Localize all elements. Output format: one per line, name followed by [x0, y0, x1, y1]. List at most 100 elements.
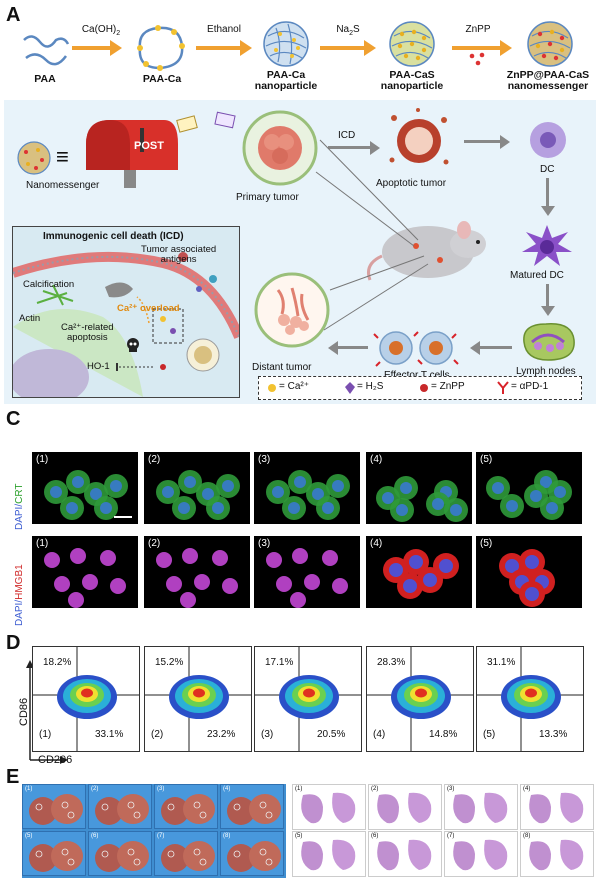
paa-cas-nanoparticle-icon — [389, 21, 435, 67]
histology-image: (4) — [520, 784, 594, 830]
mature-arrow — [546, 178, 549, 208]
crt-image: (1) — [32, 452, 138, 524]
ca-apoptosis-label: Ca²⁺-related apoptosis — [61, 322, 114, 343]
hmgb1-image: (4) — [366, 536, 472, 608]
hmgb1-image: (5) — [476, 536, 582, 608]
product-paa: PAA — [34, 73, 56, 85]
hmgb1-image-number: (2) — [148, 538, 161, 549]
mailbox-icon — [86, 120, 178, 188]
hmgb1-image: (2) — [144, 536, 250, 608]
arrow-4 — [452, 46, 504, 50]
calcification-label: Calcification — [23, 279, 75, 290]
lung-photo-number: (3) — [157, 786, 165, 792]
histology-grid: (1) (2) (3) (4) (5) (6) (7) (8) — [292, 784, 596, 878]
histology-image-number: (4) — [523, 786, 531, 792]
dc-label: DC — [540, 164, 555, 175]
distant-arrow — [336, 346, 368, 349]
arrow-3 — [320, 46, 368, 50]
reagent-na2s: Na2S — [336, 24, 360, 37]
cd206-axis-label: CD206 — [38, 754, 73, 766]
legend-apd1: = αPD-1 — [511, 381, 549, 392]
histology-image: (1) — [292, 784, 366, 830]
znpp-dots-icon — [469, 52, 485, 66]
distant-arrow-head-icon — [328, 341, 338, 355]
icd-inset: Immunogenic cell death (ICD) Tumor assoc… — [12, 226, 240, 398]
flow-plot-number: (5) — [483, 729, 496, 740]
equiv-symbol: ≡ — [56, 144, 69, 169]
inset-title: Immunogenic cell death (ICD) — [43, 231, 184, 242]
arrow-2 — [196, 46, 244, 50]
mature-arrow-head-icon — [541, 206, 555, 216]
ca-overload-label: Ca²⁺ overload — [117, 303, 180, 314]
cell-membrane-icon — [13, 251, 239, 397]
znpp-nanomessenger-icon — [527, 21, 573, 67]
legend-ca-icon — [268, 384, 276, 392]
crt-image-number: (5) — [480, 454, 493, 465]
crt-image: (2) — [144, 452, 250, 524]
dc-arrow-head-icon — [500, 135, 510, 149]
histology-image-number: (6) — [371, 833, 379, 839]
legend-ca: = Ca²⁺ — [279, 381, 310, 392]
lung-photo-number: (5) — [25, 833, 33, 839]
lung-photo: (7) — [154, 831, 218, 876]
apoptotic-tumor-label: Apoptotic tumor — [376, 178, 447, 189]
matured-dc-icon — [522, 225, 572, 266]
hmgb1-image-number: (1) — [36, 538, 49, 549]
lung-photo: (1) — [22, 784, 86, 829]
dc-cell-icon — [530, 122, 566, 158]
flow-plot: 31.1% 13.3% (5) — [476, 646, 584, 752]
hmgb1-row-label: DAPI/HMGB1 — [14, 564, 25, 626]
lung-photo: (5) — [22, 831, 86, 876]
distant-tumor-icon — [254, 272, 330, 348]
flow-plot-number: (2) — [151, 729, 164, 740]
crt-image-number: (3) — [258, 454, 271, 465]
histology-image-number: (7) — [447, 833, 455, 839]
histology-image: (2) — [368, 784, 442, 830]
hmgb1-image-number: (3) — [258, 538, 271, 549]
histology-image-number: (2) — [371, 786, 379, 792]
scale-bar — [114, 516, 132, 518]
histology-image-number: (5) — [295, 833, 303, 839]
arrow-1-head-icon — [110, 40, 122, 56]
matured-dc-label: Matured DC — [510, 270, 564, 281]
histology-image: (8) — [520, 831, 594, 877]
lower-right-percent: 14.8% — [429, 729, 458, 740]
reagent-caoh2: Ca(OH)2 — [81, 24, 121, 37]
arrow-1 — [72, 46, 114, 50]
lung-photo: (2) — [88, 784, 152, 829]
lung-photo-number: (4) — [223, 786, 231, 792]
lung-photo: (8) — [220, 831, 284, 876]
histology-image: (3) — [444, 784, 518, 830]
upper-left-percent: 31.1% — [487, 657, 516, 668]
nanomessenger-particle-icon — [17, 141, 51, 175]
t-arrow — [478, 346, 512, 349]
lymph-arrow — [546, 284, 549, 308]
lung-photo: (4) — [220, 784, 284, 829]
distant-tumor-label: Distant tumor — [252, 362, 312, 373]
hmgb1-image-number: (5) — [480, 538, 493, 549]
flow-plot: 15.2%23.2%(2) — [144, 646, 252, 752]
flow-plot: 18.2%33.1%(1) — [32, 646, 140, 752]
crt-image: (5) — [476, 452, 582, 524]
lower-right-percent: 13.3% — [539, 729, 568, 740]
legend-apd1-icon — [497, 381, 509, 394]
flow-plot-number: (4) — [373, 729, 386, 740]
paa-ca-nanoparticle-icon — [263, 21, 309, 67]
legend-h2s: = H₂S — [357, 381, 384, 392]
crt-image-number: (1) — [36, 454, 49, 465]
panel-c-letter: C — [6, 408, 21, 430]
panel-a-letter: A — [6, 4, 21, 26]
crt-row-label: DAPI/CRT — [14, 483, 25, 531]
flow-plot: 28.3%14.8%(4) — [366, 646, 474, 752]
hmgb1-image-number: (4) — [370, 538, 383, 549]
lymph-nodes-label: Lymph nodes — [516, 366, 576, 377]
panel-b: ≡ POST Nanomessenger Primary tumor ICD A… — [4, 100, 596, 404]
lymph-arrow-head-icon — [541, 306, 555, 316]
product-paa-cas-nanoparticle: PAA-CaS nanoparticle — [380, 69, 444, 92]
lung-photo: (6) — [88, 831, 152, 876]
nanomessenger-label: Nanomessenger — [26, 180, 100, 191]
flow-plot: 17.1%20.5%(3) — [254, 646, 362, 752]
icd-arrow — [328, 146, 374, 149]
histology-image: (7) — [444, 831, 518, 877]
effector-t-label: Effector T cells — [384, 370, 450, 381]
